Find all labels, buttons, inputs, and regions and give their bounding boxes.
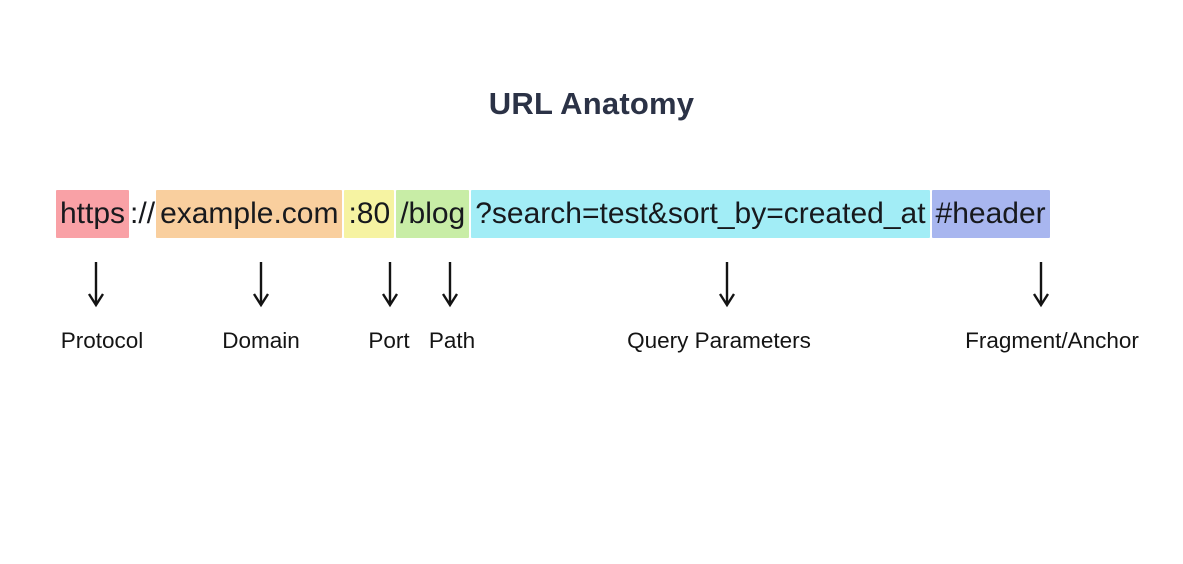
- label-port: Port: [368, 328, 410, 353]
- down-arrow-icon: [1032, 262, 1050, 308]
- down-arrow-icon: [441, 262, 459, 308]
- url-segment-path: /blog: [396, 190, 470, 238]
- url-segment-separator: ://: [130, 197, 156, 230]
- label-fragment-anchor: Fragment/Anchor: [965, 328, 1139, 353]
- down-arrow-icon: [718, 262, 736, 308]
- url-segment-domain: example.com: [156, 190, 343, 238]
- down-arrow-icon: [252, 262, 270, 308]
- url-segment-port: :80: [344, 190, 395, 238]
- down-arrow-icon: [87, 262, 105, 308]
- url-segment-protocol: https: [56, 190, 130, 238]
- url-segment-fragment: #header: [931, 190, 1050, 238]
- page-title: URL Anatomy: [488, 86, 695, 121]
- url-example: https://example.com:80/blog?search=test&…: [55, 190, 1051, 238]
- down-arrow-icon: [381, 262, 399, 308]
- url-segment-query: ?search=test&sort_by=created_at: [471, 190, 930, 238]
- label-path: Path: [428, 328, 476, 353]
- label-query-parameters: Query Parameters: [627, 328, 811, 353]
- label-domain: Domain: [222, 328, 300, 353]
- label-protocol: Protocol: [60, 328, 144, 353]
